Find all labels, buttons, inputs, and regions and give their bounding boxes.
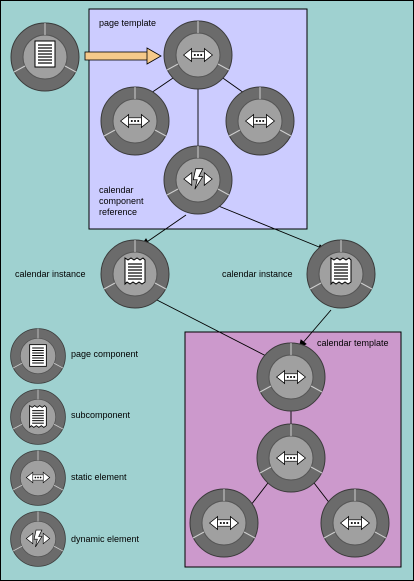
legend-static-element-label: static element xyxy=(71,472,127,482)
legend-dynamic-element-node xyxy=(10,511,66,567)
page-template-left-node[interactable] xyxy=(100,86,170,156)
legend-static-element-node xyxy=(10,450,66,506)
calendar-template-root-node[interactable] xyxy=(256,342,326,412)
page-document-icon xyxy=(29,344,47,367)
subcomponent-document-icon xyxy=(330,257,352,285)
subcomponent-document-icon xyxy=(29,405,47,428)
page-template-label: page template xyxy=(99,18,157,28)
calendar-template-right-node[interactable] xyxy=(320,488,390,558)
calendar-template-left-node[interactable] xyxy=(189,488,259,558)
page-template-right-node[interactable] xyxy=(225,86,295,156)
legend-subcomponent-label: subcomponent xyxy=(71,410,131,420)
legend-page-component-label: page component xyxy=(71,349,139,359)
calendar-instance-left-label: calendar instance xyxy=(15,269,86,279)
calendar-template-label: calendar template xyxy=(317,338,389,348)
calendar-instance-right-node[interactable] xyxy=(306,239,376,309)
subcomponent-document-icon xyxy=(124,257,146,285)
page-document-icon xyxy=(34,40,56,68)
page-template-root-node[interactable] xyxy=(163,20,233,90)
legend-dynamic-element-label: dynamic element xyxy=(71,534,140,544)
calendar-template-middle-node[interactable] xyxy=(256,423,326,493)
calendar-instance-left-node[interactable] xyxy=(100,239,170,309)
legend-page-component-node xyxy=(10,328,66,384)
calendar-reference-node[interactable] xyxy=(163,145,233,215)
page-component-node[interactable] xyxy=(10,22,80,92)
calendar-instance-right-label: calendar instance xyxy=(222,269,293,279)
reference-arrow xyxy=(84,47,162,65)
calendar-reference-label: calendar component reference xyxy=(99,185,144,217)
legend-subcomponent-node xyxy=(10,389,66,445)
